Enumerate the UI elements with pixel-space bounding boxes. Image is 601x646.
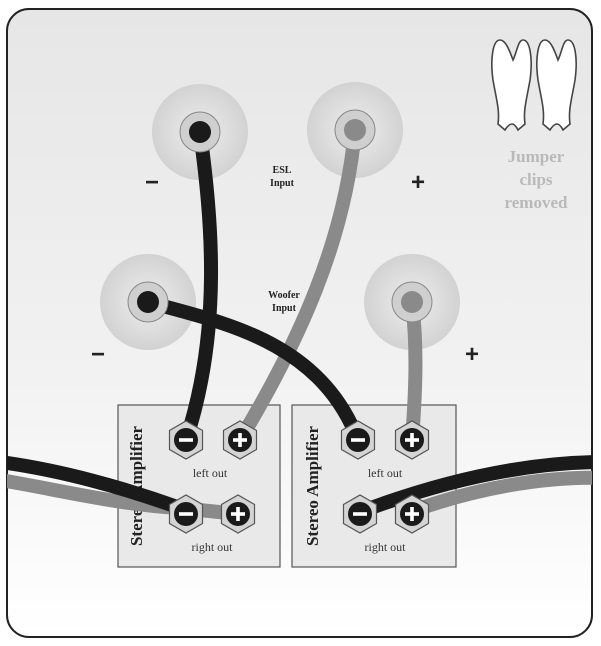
esl-plus-sign: +	[411, 169, 425, 196]
jumper-text-line1: Jumper	[508, 147, 565, 166]
amp-1-input-cable-black	[7, 455, 187, 515]
esl-input-label-line1: ESL	[273, 165, 292, 176]
amplifier-2-right-out-label: right out	[365, 540, 407, 554]
amplifier-2-left-out-label: left out	[368, 466, 403, 480]
amp-1-left-negative-terminal	[168, 420, 204, 460]
woofer-plus-sign: +	[465, 341, 479, 368]
amplifier-1-right-out-label: right out	[192, 540, 234, 554]
jumper-text-line2: clips	[519, 170, 552, 189]
amplifier-terminals	[168, 420, 430, 534]
woofer-negative-cable	[141, 295, 365, 447]
amp-1-left-positive-terminal	[222, 420, 258, 460]
amp-2-right-positive-terminal	[394, 494, 430, 534]
jumper-text-line3: removed	[505, 193, 568, 212]
amp-2-left-negative-terminal	[340, 420, 376, 460]
esl-input-label-line2: Input	[270, 178, 295, 189]
jumper-clip-icon	[491, 39, 577, 132]
amp-1-right-positive-terminal	[220, 494, 256, 534]
amp-2-left-positive-terminal	[394, 420, 430, 460]
amp-2-input-cable-black	[353, 455, 592, 519]
esl-positive-cable	[233, 123, 362, 447]
esl-negative-cable	[179, 125, 218, 447]
minus-icon	[353, 512, 367, 516]
amp-2-right-negative-terminal	[342, 494, 378, 534]
woofer-positive-cable	[405, 295, 423, 447]
woofer-input-label-line2: Input	[272, 303, 297, 314]
woofer-minus-sign: −	[91, 341, 105, 368]
amp-1-right-negative-terminal	[168, 494, 204, 534]
woofer-input-label-line1: Woofer	[268, 290, 300, 301]
minus-icon	[351, 438, 365, 442]
plus-icon	[231, 507, 245, 521]
minus-icon	[179, 512, 193, 516]
plus-icon	[405, 433, 419, 447]
amp-2-input-cable-gray	[403, 470, 592, 519]
plus-icon	[405, 507, 419, 521]
plus-icon	[233, 433, 247, 447]
amplifier-2-label: Stereo Amplifier	[303, 426, 322, 547]
amplifier-1-label: Stereo Amplifier	[127, 426, 146, 547]
minus-icon	[179, 438, 193, 442]
esl-minus-sign: −	[145, 169, 159, 196]
amplifier-1-left-out-label: left out	[193, 466, 228, 480]
binding-post-nut-icon	[127, 109, 433, 323]
